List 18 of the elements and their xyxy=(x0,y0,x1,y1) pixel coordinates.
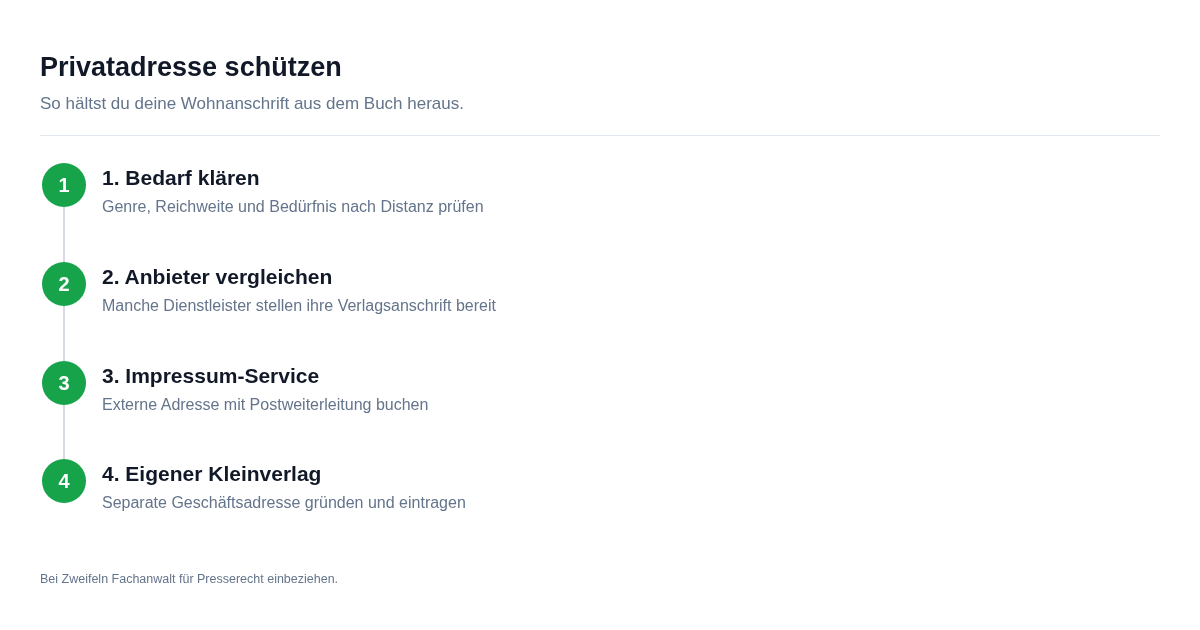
step-description: Separate Geschäftsadresse gründen und eintragen xyxy=(102,493,466,513)
subtitle: So hältst du deine Wohnanschrift aus dem Buch heraus. xyxy=(40,93,464,115)
connector-line xyxy=(63,404,65,460)
step-number-circle: 3 xyxy=(42,361,86,405)
connector-line xyxy=(63,305,65,362)
connector-line xyxy=(63,206,65,263)
step-number-circle: 2 xyxy=(42,262,86,306)
step-description: Externe Adresse mit Postweiterleitung buchen xyxy=(102,395,429,415)
step-description: Genre, Reichweite und Bedürfnis nach Distanz prüfen xyxy=(102,197,484,217)
step-description: Manche Dienstleister stellen ihre Verlagsanschrift bereit xyxy=(102,296,496,316)
step-title: 3. Impressum-Service xyxy=(102,363,320,389)
step-title: 4. Eigener Kleinverlag xyxy=(102,461,322,487)
step-title: 2. Anbieter vergleichen xyxy=(102,264,333,290)
title: Privatadresse schützen xyxy=(40,51,342,84)
step-number-circle: 1 xyxy=(42,163,86,207)
step-number-circle: 4 xyxy=(42,459,86,503)
footnote: Bei Zweifeln Fachanwalt für Presserecht einbeziehen. xyxy=(40,571,339,587)
step-title: 1. Bedarf klären xyxy=(102,165,260,191)
